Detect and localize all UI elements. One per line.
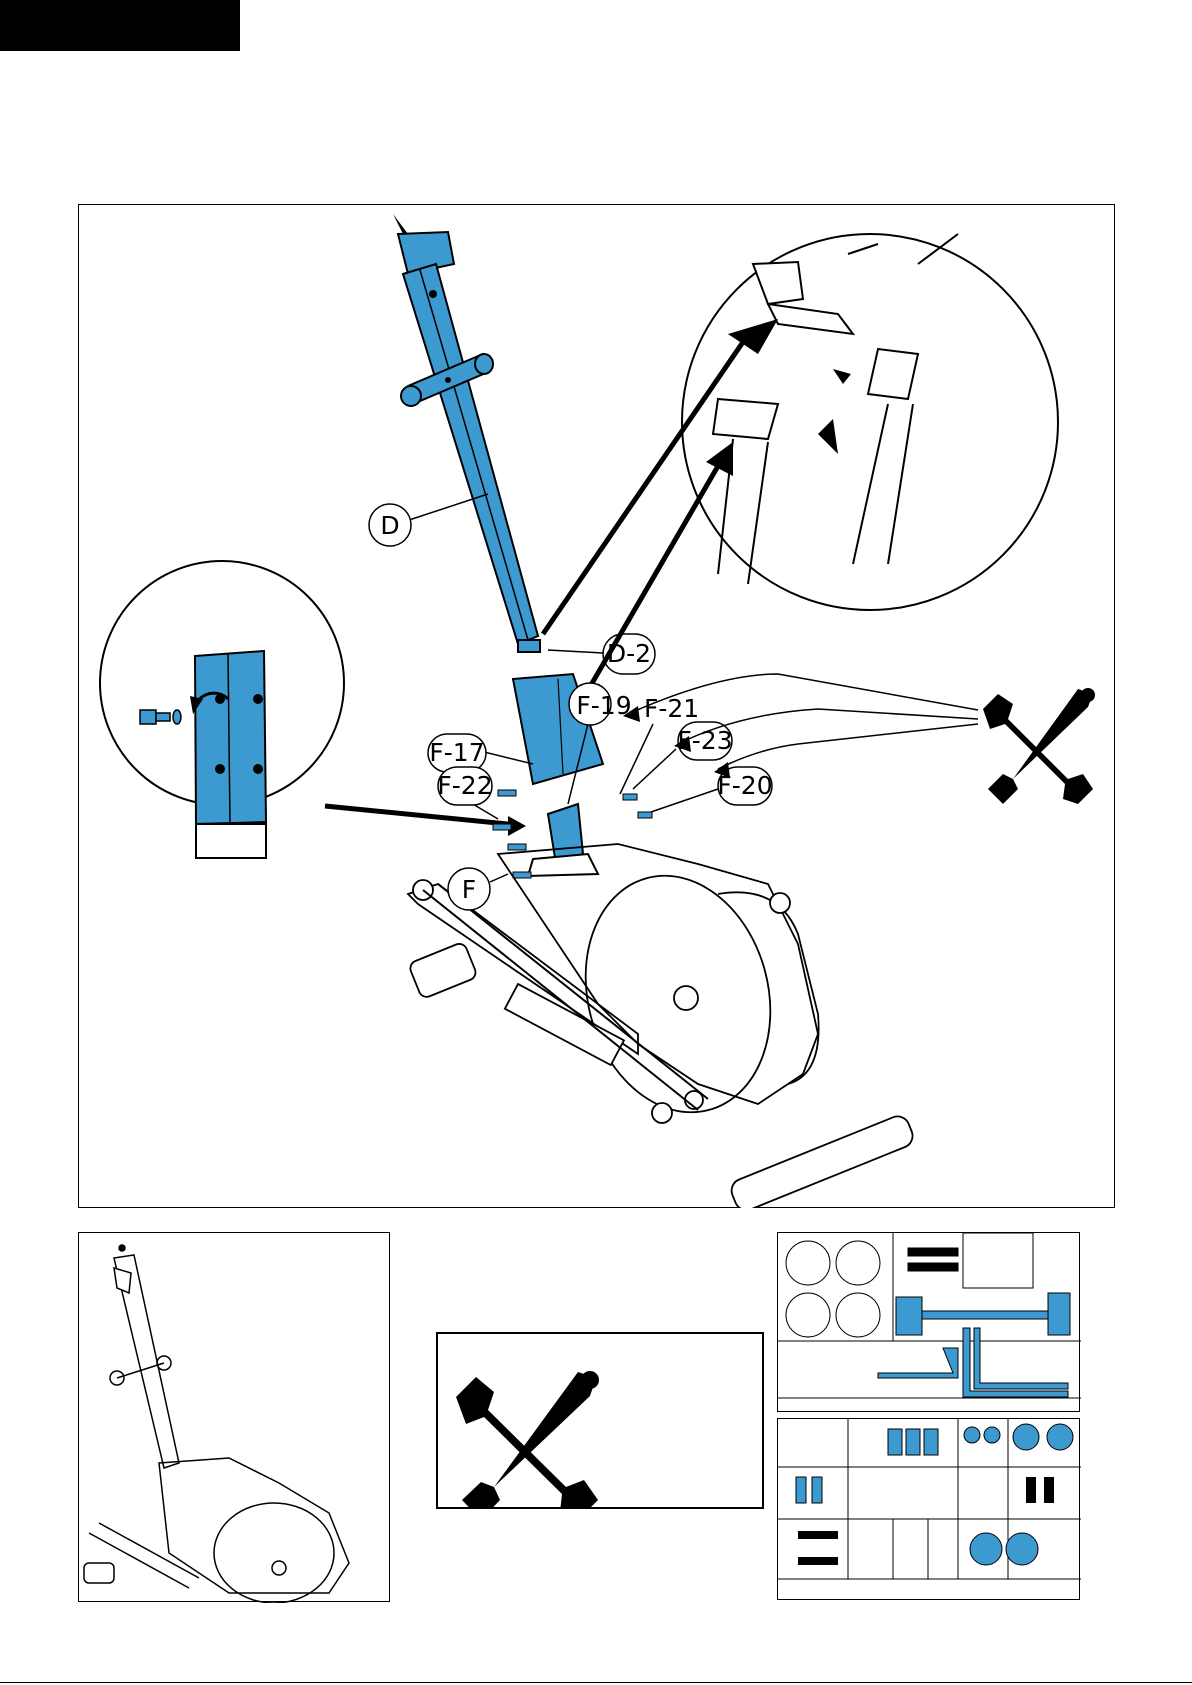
assembled-preview-illustration <box>79 1233 391 1603</box>
frame-post-f <box>528 804 598 876</box>
connector-detail-circle <box>682 234 1058 610</box>
hardware-card-2 <box>777 1418 1080 1600</box>
svg-text:D: D <box>380 511 399 540</box>
svg-text:F-17: F-17 <box>429 738 484 767</box>
svg-text:F-22: F-22 <box>437 771 492 800</box>
wrench-screwdriver-icon <box>438 1334 762 1507</box>
footer-rule <box>0 1682 1192 1683</box>
assembly-illustration: D D-2 <box>78 204 1115 1208</box>
svg-text:F: F <box>462 875 476 904</box>
callout-f22: F-22 <box>437 767 498 819</box>
hardware-card-1 <box>777 1232 1080 1412</box>
bolt-detail-circle <box>100 561 344 858</box>
callout-f17: F-17 <box>428 734 533 772</box>
callout-d: D <box>369 494 488 546</box>
callout-f: F <box>448 868 508 910</box>
hardware-card-1-illustration <box>778 1233 1081 1413</box>
svg-text:F-19: F-19 <box>576 691 631 720</box>
hardware-card-2-illustration <box>778 1419 1081 1601</box>
required-tools-box <box>436 1332 764 1509</box>
assembled-preview-frame <box>78 1232 390 1602</box>
wrench-screwdriver-icon <box>983 688 1095 804</box>
callout-f20: F-20 <box>651 767 773 812</box>
step-number-tab <box>0 0 240 51</box>
upright-column-d <box>393 214 540 652</box>
svg-text:F-21: F-21 <box>644 694 699 723</box>
